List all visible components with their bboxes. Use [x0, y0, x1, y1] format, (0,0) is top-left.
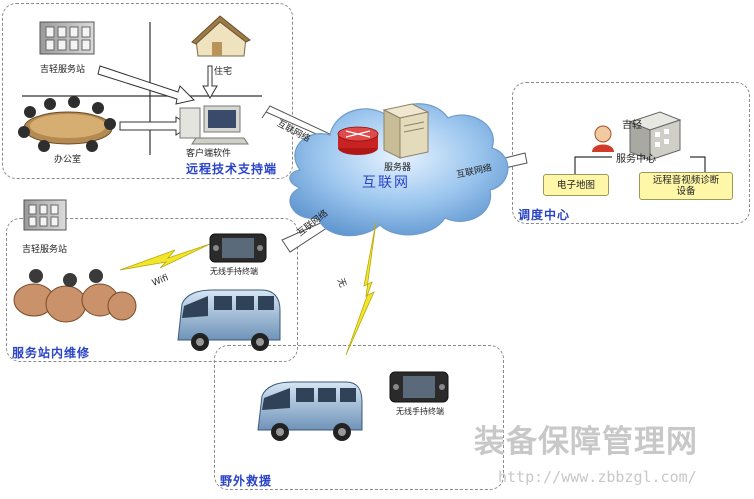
van-icon-2 — [257, 381, 363, 441]
station-repair-caption: 服务站内维修 — [12, 346, 91, 360]
dispatch-center-panel — [512, 82, 750, 224]
office-label: 办公室 — [54, 155, 82, 165]
handheld-label-2: 无线手持终端 — [396, 407, 444, 416]
handheld-terminal-icon-1 — [209, 233, 267, 263]
handheld-terminal-icon-2 — [389, 371, 449, 403]
remote-support-caption: 远程技术支持端 — [186, 162, 278, 176]
service-station-building-icon — [39, 21, 95, 55]
operator-icon — [592, 125, 614, 152]
remote-panel-arrows — [97, 65, 218, 136]
dispatch-center-name-line1: 吉轻 — [622, 120, 642, 131]
dispatch-center-name-line2: 服务中心 — [616, 154, 656, 165]
station-building-icon — [23, 199, 67, 231]
wireless-bolt-icon — [345, 221, 377, 356]
station-repair-panel — [6, 218, 298, 362]
watermark-title: 装备保障管理网 — [474, 424, 698, 460]
remote-support-panel — [2, 3, 293, 179]
av-diagnosis-line1: 远程音视频诊断 — [652, 175, 720, 186]
handheld-label-1: 无线手持终端 — [210, 267, 258, 276]
wifi-bolt-icon — [119, 243, 211, 271]
house-label: 住宅 — [214, 67, 233, 77]
dispatch-building-icon — [628, 111, 682, 161]
electronic-map-label: 电子地图 — [556, 179, 595, 191]
field-rescue-panel — [214, 345, 504, 490]
client-software-label: 客户端软件 — [186, 149, 232, 159]
remote-station-label: 吉轻服务站 — [40, 65, 86, 75]
dispatch-center-lines — [574, 156, 706, 174]
watermark-url: http://www.zbbzgl.com/ — [498, 468, 697, 486]
van-icon-1 — [177, 289, 281, 351]
server-label: 服务器 — [384, 163, 412, 173]
mechanics-icon — [13, 269, 137, 323]
av-diagnosis-line2: 设备 — [676, 186, 696, 197]
dispatch-center-caption: 调度中心 — [518, 208, 571, 222]
av-diagnosis-box: 远程音视频诊断 设备 — [639, 172, 733, 200]
field-rescue-caption: 野外救援 — [220, 474, 273, 488]
house-icon — [191, 15, 251, 57]
router-icon — [337, 126, 379, 155]
station-name-label: 吉轻服务站 — [22, 245, 68, 255]
internet-label: 互联网 — [362, 175, 410, 191]
server-icon — [382, 103, 430, 159]
electronic-map-box: 电子地图 — [543, 174, 609, 196]
computer-icon — [179, 105, 249, 145]
office-meeting-icon — [18, 96, 116, 152]
